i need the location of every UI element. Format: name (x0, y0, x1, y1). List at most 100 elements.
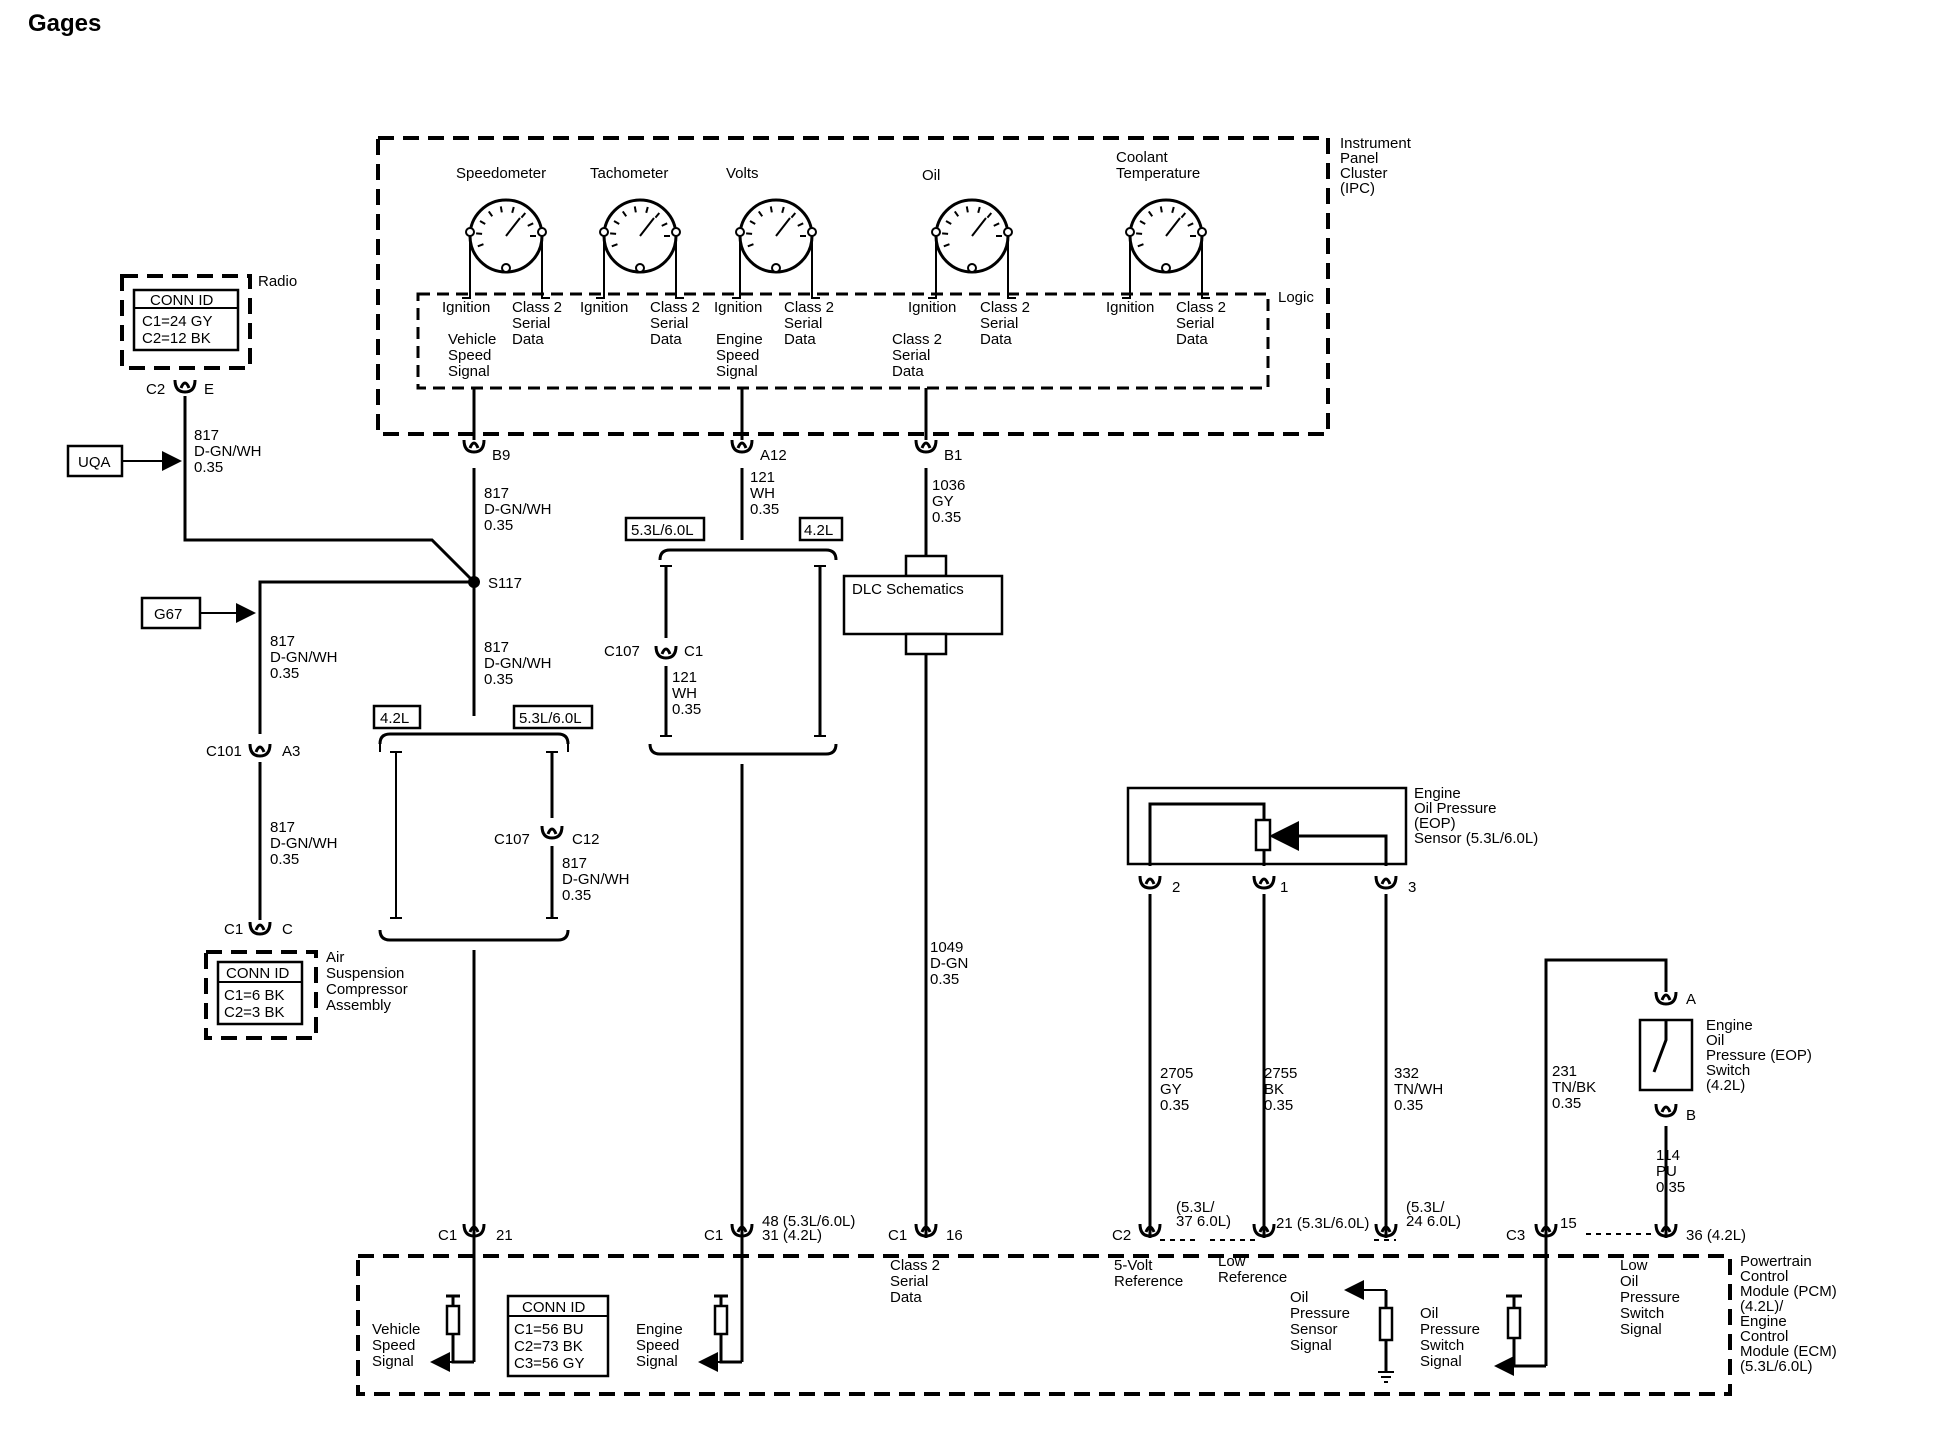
air-susp-conn-id: CONN ID (226, 965, 290, 982)
air-susp-pin: C (282, 921, 293, 938)
ipc-conn-a12: A12 (760, 447, 787, 464)
ipc-conn-b1: B1 (944, 447, 962, 464)
pcm-c1-16-pin: 16 (946, 1227, 963, 1244)
pcm-c1: C1=56 BU (514, 1321, 584, 1338)
ipc-pin-4: Ignition (714, 299, 762, 316)
c107-c1-conn: C107 (604, 643, 640, 660)
eop-switch-pin-a: A (1686, 991, 1696, 1008)
eop-switch-pin-b: B (1686, 1107, 1696, 1124)
pcm-p36: 36 (4.2L) (1686, 1227, 1746, 1244)
c107-c12-conn: C107 (494, 831, 530, 848)
radio-conn-id: CONN ID (150, 292, 214, 309)
pcm-c1-16-conn: C1 (888, 1227, 907, 1244)
gauge-label-0: Speedometer (456, 165, 546, 182)
gauge-label-2: Volts (726, 165, 759, 182)
gauge-0: Speedometer (456, 165, 550, 299)
gauge-2: Volts (726, 165, 820, 299)
radio-c2: C2=12 BK (142, 330, 211, 347)
pcm-p24: (5.3L/24 6.0L) (1406, 1199, 1461, 1230)
opt-5360-mid: 5.3L/6.0L (631, 522, 694, 539)
radio-label: Radio (258, 273, 297, 290)
pcm-c3-conn: C3 (1506, 1227, 1525, 1244)
ipc-pin-6: Ignition (908, 299, 956, 316)
eop-sensor-pin2: 2 (1172, 879, 1180, 896)
gauge-label-3: Oil (922, 167, 940, 184)
air-susp-conn: C1 (224, 921, 243, 938)
gauge-1: Tachometer (590, 165, 684, 299)
radio-conn: C2 (146, 381, 165, 398)
pcm-c1-21-conn: C1 (438, 1227, 457, 1244)
pcm-c1-48-pin: 48 (5.3L/6.0L)31 (4.2L) (762, 1213, 855, 1244)
ipc-pin-8: Ignition (1106, 299, 1154, 316)
eop-sensor-pin3: 3 (1408, 879, 1416, 896)
ipc-pin-0: Ignition (442, 299, 490, 316)
pcm-internal-circuits (430, 1238, 1548, 1383)
pcm-c2-37-pin: (5.3L/37 6.0L) (1176, 1199, 1231, 1230)
ipc-logic-label: Logic (1278, 289, 1314, 306)
dlc-label: DLC Schematics (852, 581, 964, 598)
eop-sensor-pin1: 1 (1280, 879, 1288, 896)
ipc-conn-b9: B9 (492, 447, 510, 464)
gauge-label-1: Tachometer (590, 165, 668, 182)
g67-label: G67 (154, 606, 182, 623)
pcm-c3-pin: 15 (1560, 1215, 1577, 1232)
pcm-conn-id: CONN ID (522, 1299, 586, 1316)
page-title: Gages (28, 10, 102, 37)
opt-42-left: 4.2L (380, 710, 409, 727)
radio-c1: C1=24 GY (142, 313, 212, 330)
pcm-c2-conn: C2 (1112, 1227, 1131, 1244)
opt-42-mid: 4.2L (804, 522, 833, 539)
c101-pin: A3 (282, 743, 300, 760)
air-susp-c1: C1=6 BK (224, 987, 284, 1004)
c101-conn: C101 (206, 743, 242, 760)
